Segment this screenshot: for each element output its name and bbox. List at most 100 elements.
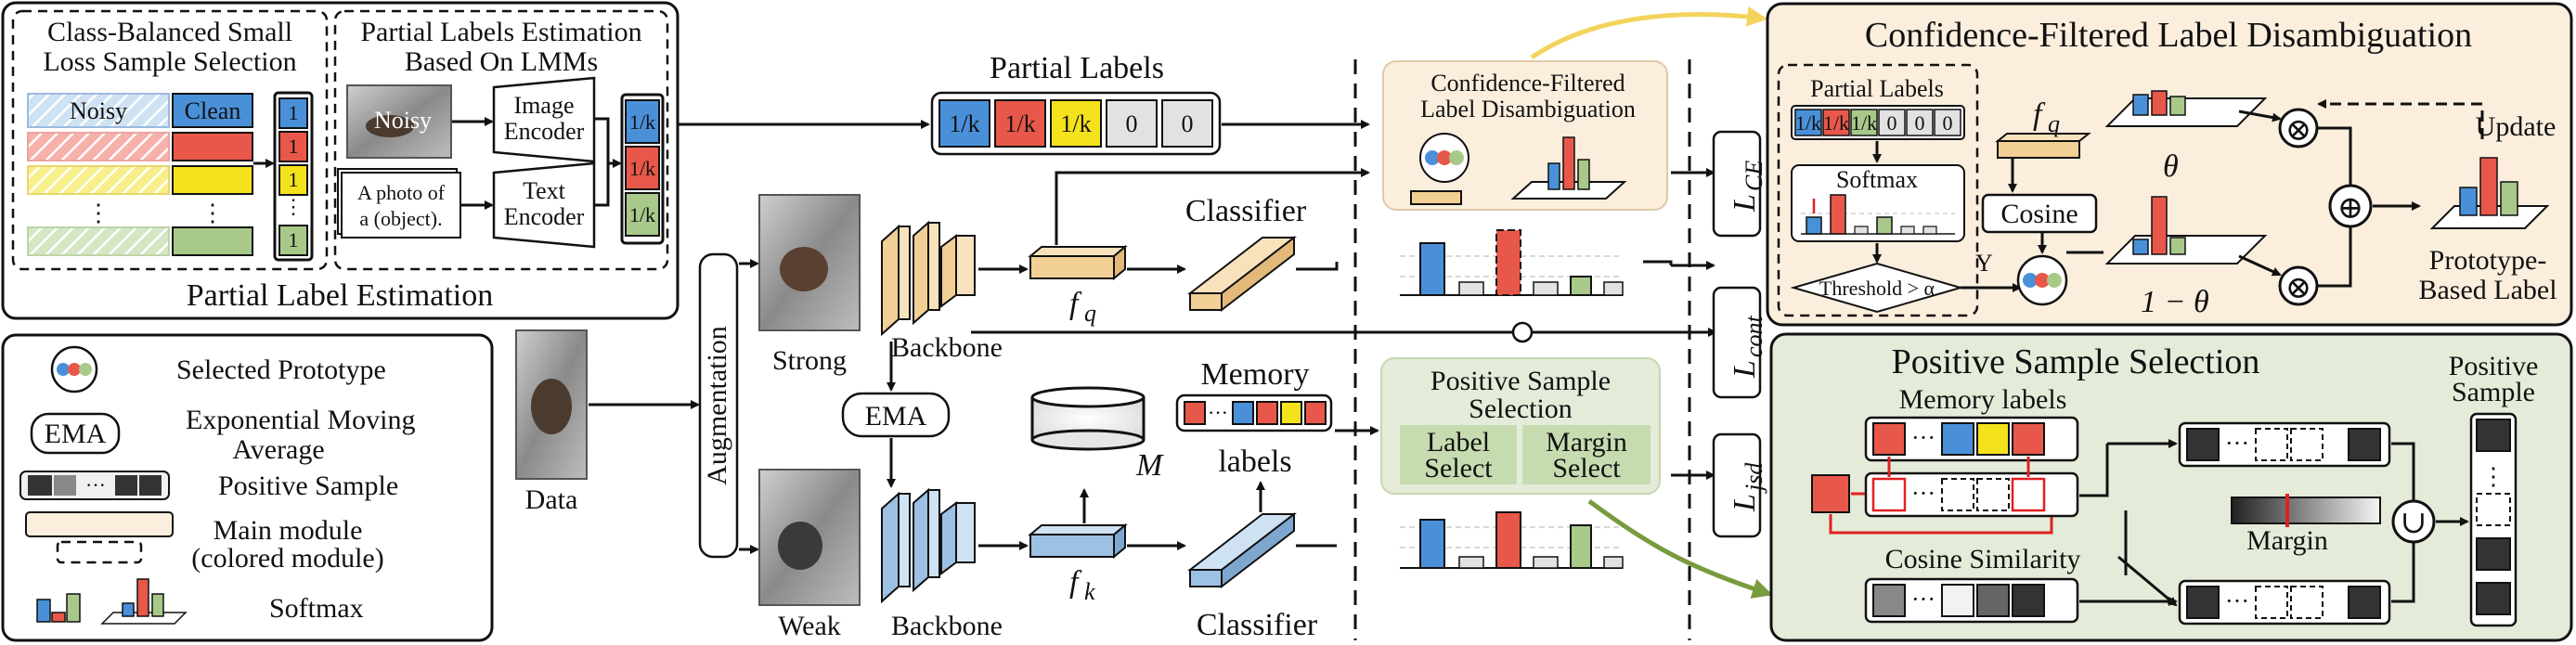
indicator-value: 1 bbox=[289, 228, 299, 252]
legend-ema-line2: Average bbox=[232, 434, 324, 465]
margin-label: Margin bbox=[2246, 525, 2328, 556]
k-value: 1/k bbox=[629, 110, 655, 134]
margin-select-text: Select bbox=[1552, 453, 1621, 484]
k-value: 1/k bbox=[629, 157, 655, 180]
pl-value: 1/k bbox=[1060, 110, 1091, 137]
fk-feature bbox=[1029, 534, 1115, 558]
pl-value: 0 bbox=[1182, 110, 1194, 137]
update-label: Update bbox=[2476, 111, 2557, 142]
augmentation-label: Augmentation bbox=[702, 326, 732, 485]
margin-bar bbox=[2231, 497, 2381, 524]
ema-block bbox=[841, 392, 951, 438]
cfld-bottom-softmax bbox=[2104, 235, 2268, 264]
ema-label: EMA bbox=[865, 401, 927, 432]
image-encoder-label: Image bbox=[514, 92, 575, 119]
lmm-title-line1: Partial Labels Estimation bbox=[360, 17, 641, 47]
prototype-label-line2: Based Label bbox=[2418, 275, 2557, 305]
yes-branch: Y bbox=[1975, 250, 1993, 277]
jsd-loss-sub: jsd bbox=[1741, 462, 1767, 494]
jsd-loss bbox=[1712, 432, 1762, 538]
label-select-text: Label bbox=[1427, 427, 1490, 458]
main-module-icon bbox=[25, 511, 174, 537]
cfld-pl-value: 0 bbox=[1915, 111, 1925, 135]
estimated-partial-labels bbox=[620, 93, 665, 245]
label-select-text: Select bbox=[1424, 453, 1493, 484]
strong-softmax-bars bbox=[1400, 229, 1624, 296]
cfld-softmax: Softmax bbox=[1836, 166, 1918, 193]
positive-sample-line2: Sample bbox=[2452, 377, 2535, 407]
clean-sample bbox=[172, 165, 253, 195]
cfld-partial-labels: Partial Labels bbox=[1810, 75, 1944, 102]
ellipsis: ⋮ bbox=[283, 195, 304, 218]
add-glyph: ⊕ bbox=[2337, 191, 2364, 226]
dots-glyph: ··· bbox=[2225, 430, 2249, 457]
augmentation-block bbox=[698, 252, 739, 559]
threshold-condition: Threshold > α bbox=[1819, 277, 1935, 300]
pl-value: 1/k bbox=[1004, 110, 1035, 137]
fq-label: f bbox=[1069, 287, 1082, 321]
indicator-vector bbox=[273, 91, 314, 262]
lmm-title-line2: Based On LMMs bbox=[405, 46, 598, 77]
multiply-glyph: ⊗ bbox=[2285, 271, 2312, 305]
image-encoder-label: Encoder bbox=[504, 118, 585, 145]
pl-value: 1/k bbox=[949, 110, 979, 137]
prompt-line2: a (object). bbox=[359, 207, 442, 230]
indicator-value: 1 bbox=[289, 101, 299, 124]
cfld-module-title2: Label Disambiguation bbox=[1420, 96, 1636, 123]
pss-panel-title: Positive Sample Selection bbox=[1892, 342, 2260, 381]
clean-sample bbox=[172, 132, 253, 161]
cosine-block bbox=[1981, 193, 2098, 234]
pl-value: 0 bbox=[1126, 110, 1138, 137]
prompt-card bbox=[341, 172, 461, 239]
legend-main-line2: (colored module) bbox=[191, 543, 383, 574]
weak-label: Weak bbox=[778, 611, 841, 641]
pss-panel: Positive Sample Selection Memory labels … bbox=[1769, 332, 2573, 642]
dots-glyph: ··· bbox=[85, 473, 106, 497]
partial-label-estimation-panel: Partial Label Estimation Class-Balanced … bbox=[1, 1, 680, 320]
text-encoder-label: Text bbox=[523, 177, 566, 204]
add-icon bbox=[2328, 184, 2373, 228]
cfld-fq-feature bbox=[1997, 140, 2080, 159]
positive-sample-line1: Positive bbox=[2449, 351, 2539, 381]
strong-backbone-label: Backbone bbox=[891, 332, 1003, 363]
weak-classifier-label: Classifier bbox=[1197, 608, 1318, 642]
text-encoder bbox=[492, 161, 596, 249]
ce-loss-label: L bbox=[1728, 194, 1762, 213]
main-pipeline: Data Augmentation Strong Weak Backbone bbox=[515, 6, 1773, 642]
theta-label: θ bbox=[2163, 149, 2179, 184]
partial-labels-title: Partial Labels bbox=[990, 51, 1164, 85]
labels-label: labels bbox=[1218, 445, 1291, 479]
indicator-value: 1 bbox=[289, 168, 299, 191]
strong-backbone bbox=[881, 220, 976, 337]
legend-softmax: Softmax bbox=[269, 593, 364, 624]
clean-sample bbox=[172, 226, 253, 256]
cont-loss-sub: cont bbox=[1741, 315, 1767, 357]
one-minus-theta-label: 1 − θ bbox=[2141, 285, 2209, 319]
pss-module-title1: Positive Sample bbox=[1430, 366, 1611, 396]
data-label: Data bbox=[525, 484, 578, 515]
cbs-title-line2: Loss Sample Selection bbox=[43, 46, 296, 77]
ema-glyph: EMA bbox=[45, 419, 107, 449]
text-encoder-label: Encoder bbox=[504, 203, 585, 230]
jsd-loss-label: L bbox=[1728, 494, 1762, 512]
cfld-fq-sub: q bbox=[2048, 110, 2060, 137]
dots-glyph: ··· bbox=[1208, 401, 1228, 424]
memory-bank-icon bbox=[1030, 386, 1146, 451]
noisy-sample bbox=[27, 226, 170, 256]
cosine-label: Cosine bbox=[2000, 199, 2078, 229]
noisy-sample bbox=[27, 93, 170, 128]
legend-main-line1: Main module bbox=[214, 515, 363, 546]
image-noisy-label: Noisy bbox=[374, 107, 432, 134]
bird-shape bbox=[366, 115, 414, 137]
ellipsis: ⋮ bbox=[86, 200, 110, 226]
cfld-panel: Confidence-Filtered Label Disambiguation… bbox=[1766, 2, 2573, 327]
memory-label: Memory bbox=[1200, 357, 1309, 392]
fk-subscript: k bbox=[1084, 578, 1095, 605]
clean-label: Clean bbox=[185, 97, 241, 124]
weak-softmax-bars bbox=[1400, 511, 1624, 569]
image-encoder bbox=[492, 76, 596, 163]
margin-select-text: Margin bbox=[1546, 427, 1627, 458]
fq-subscript: q bbox=[1084, 300, 1096, 327]
loss-terms: L CE L cont L jsd bbox=[1712, 130, 1767, 538]
